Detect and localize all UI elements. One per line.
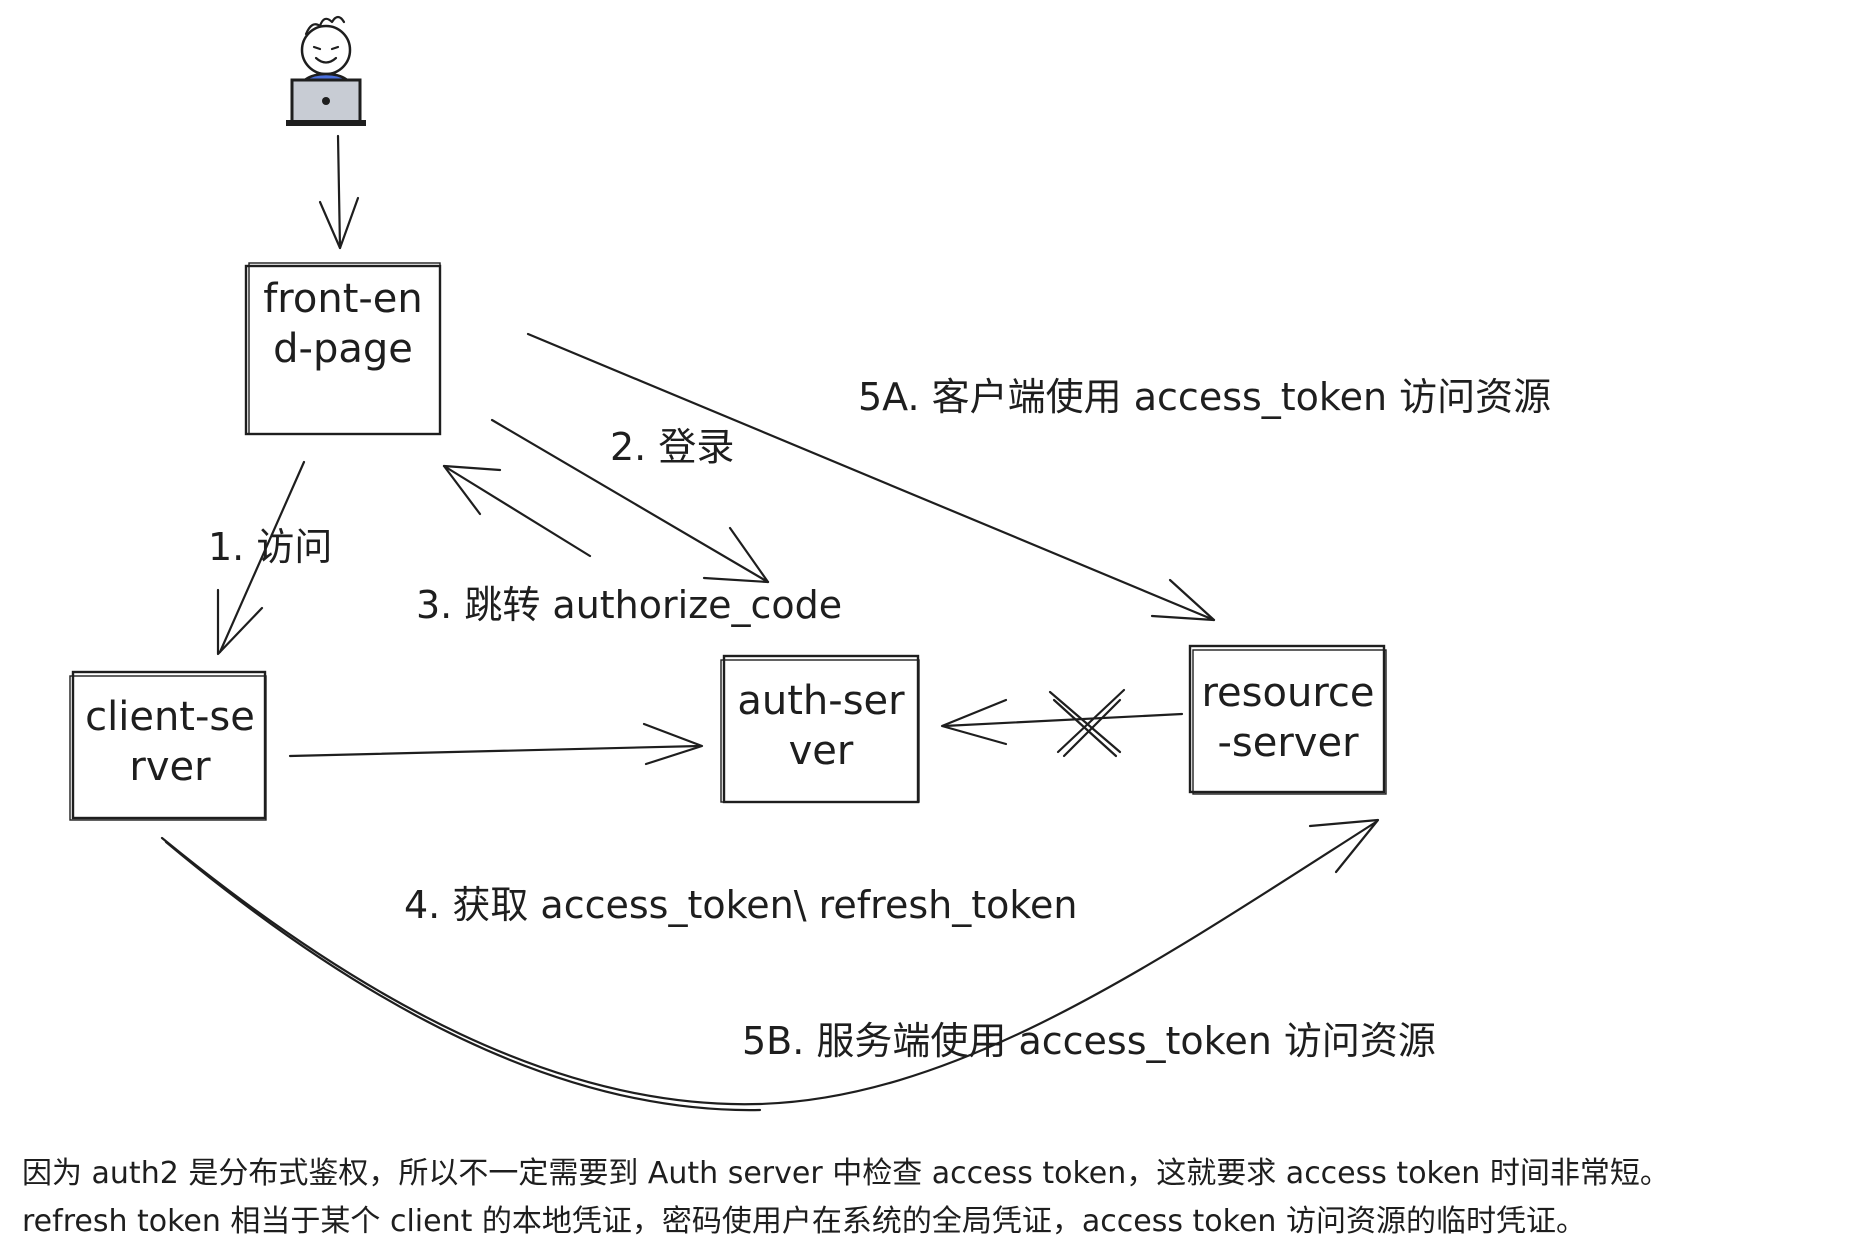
arrow-visit xyxy=(216,460,306,656)
arrow-server-access-curve xyxy=(160,818,1380,1112)
frontend-label-line2: d-page xyxy=(273,326,413,372)
label-login: 2. 登录 xyxy=(610,425,734,469)
arrow-login xyxy=(490,418,770,584)
arrow-resource-to-auth-blocked xyxy=(940,688,1184,758)
resource-label-line2: -server xyxy=(1217,720,1359,766)
arrow-user-to-frontend xyxy=(318,134,360,250)
label-client-access: 5A. 客户端使用 access_token 访问资源 xyxy=(858,375,1551,419)
label-get-token: 4. 获取 access_token\ refresh_token xyxy=(404,883,1077,927)
label-visit: 1. 访问 xyxy=(208,525,332,569)
note-line-1: 因为 auth2 是分布式鉴权，所以不一定需要到 Auth server 中检查… xyxy=(22,1156,1670,1191)
auth-label-line2: ver xyxy=(789,728,854,774)
resource-label-line1: resource xyxy=(1201,670,1374,716)
auth-label-line1: auth-ser xyxy=(737,678,905,724)
frontend-label-line1: front-en xyxy=(263,276,423,322)
client-label-line2: rver xyxy=(129,744,211,790)
explanation-note: 因为 auth2 是分布式鉴权，所以不一定需要到 Auth server 中检查… xyxy=(22,1150,1862,1246)
arrow-redirect xyxy=(442,464,592,558)
arrow-client-to-auth xyxy=(288,722,704,766)
client-server-node: client-se rver xyxy=(69,670,267,821)
auth-server-node: auth-ser ver xyxy=(720,654,920,804)
client-label-line1: client-se xyxy=(85,694,255,740)
user-with-laptop-icon xyxy=(286,15,366,126)
label-redirect: 3. 跳转 authorize_code xyxy=(416,583,842,627)
label-server-access: 5B. 服务端使用 access_token 访问资源 xyxy=(742,1019,1436,1063)
frontend-page-node: front-en d-page xyxy=(244,262,442,436)
resource-server-node: resource -server xyxy=(1188,644,1387,795)
arrow-client-access xyxy=(526,332,1216,622)
note-line-2: refresh token 相当于某个 client 的本地凭证，密码使用户在系… xyxy=(22,1204,1586,1239)
